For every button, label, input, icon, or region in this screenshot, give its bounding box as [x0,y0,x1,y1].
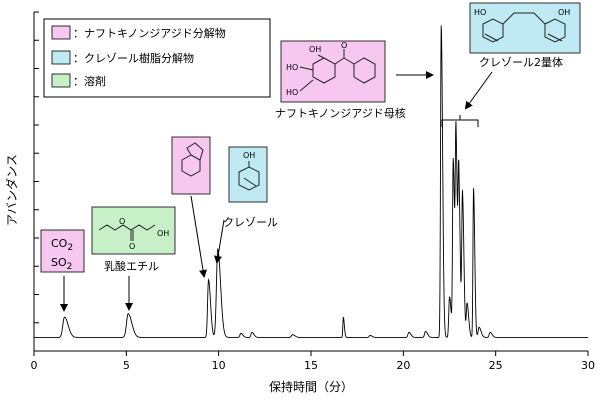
naphtho-oh-bond [317,54,325,59]
x-axis-title: 保持時間（分） [269,379,353,394]
ethyl-lactate-label: 乳酸エチル [104,259,159,273]
cresol-dimer-arrow [464,71,493,110]
legend-swatch-cresol-resin [51,50,71,65]
ethyl-lactate-o2-label: O [129,242,135,251]
co2-label: CO2 [51,237,73,253]
naphtho-right-ring-icon [353,57,376,84]
naphtho-bond-2 [343,57,355,65]
naphtho-oh-top-label: OH [309,45,321,54]
legend-label-naphtho: ：ナフトキノンジアジド分解物 [73,26,226,40]
dimer-methyl-left [484,33,499,42]
dimer-oh-label: OH [558,8,570,17]
annotation-cresol: OH クレゾール [214,146,278,264]
naphtho-bond-1 [334,57,345,65]
dimer-methyl-right [547,33,563,42]
cresol-oh-label: OH [243,151,255,160]
x-tick-label: 0 [31,359,38,372]
x-tick-label: 15 [304,359,318,372]
legend-swatch-solvent [51,73,71,88]
dimer-right-ring-icon [544,18,566,43]
dimer-bridge [502,12,546,25]
dimer-ho-label: HO [474,8,486,17]
chromatogram-trace [34,25,588,338]
cresol-methyl-bond [243,177,257,187]
dimer-left-ring-icon [482,18,504,43]
annotation-indene [171,136,211,278]
ethyl-lactate-oh-label: OH [157,229,169,238]
naphtho-ho-bond-2 [299,79,314,92]
naphtho-core-box [280,40,386,103]
indene-arrow [190,195,207,278]
y-axis-title: アバンダンス [4,154,19,226]
naphtho-o-label: O [341,41,347,50]
cresol-box [228,146,268,203]
naphtho-core-label: ナフトキノンジアジド母核 [275,106,406,120]
naphtho-ho-mid-label: HO [286,63,298,72]
co2-so2-box [40,229,85,273]
x-tick-label: 20 [396,359,410,372]
y-ticks [34,11,39,352]
annotation-ethyl-lactate: O O OH 乳酸エチル [91,206,176,311]
ethyl-lactate-structure-icon [98,224,156,231]
x-tick-label: 25 [489,359,503,372]
ethyl-lactate-o-label: O [119,217,125,226]
legend-label-solvent: ：溶剤 [73,74,106,88]
x-tick-label: 10 [212,359,226,372]
x-ticks: 0 5 10 15 20 25 30 [31,351,595,372]
annotation-naphtho-core: O OH HO HO ナフトキノンジアジド母核 [275,40,434,120]
cresol-arrow [214,219,225,264]
cresol-dimer-box [469,2,581,54]
legend-swatch-naphtho [51,25,71,40]
legend-label-cresol-resin: ：クレゾール樹脂分解物 [73,51,194,65]
indene-cyclopentene-ring-icon [186,142,204,161]
annotation-cresol-dimer: HO OH クレゾール2量体 [441,2,581,127]
annotation-co2-so2: CO2 SO2 [40,229,85,312]
legend-frame [43,18,271,98]
cresol-dimer-label: クレゾール2量体 [479,55,563,69]
legend: ：ナフトキノンジアジド分解物 ：クレゾール樹脂分解物 ：溶剤 [43,18,271,98]
cresol-label: クレゾール [223,216,278,229]
x-tick-label: 30 [581,359,595,372]
x-tick-label: 5 [123,359,130,372]
so2-label: SO2 [51,256,72,272]
cresol-ring-icon [238,166,260,191]
naphtho-ho-bond-1 [299,66,314,71]
cresol-dimer-bracket [441,119,479,127]
indene-box [171,136,211,195]
naphtho-ho-bot-label: HO [286,88,298,97]
